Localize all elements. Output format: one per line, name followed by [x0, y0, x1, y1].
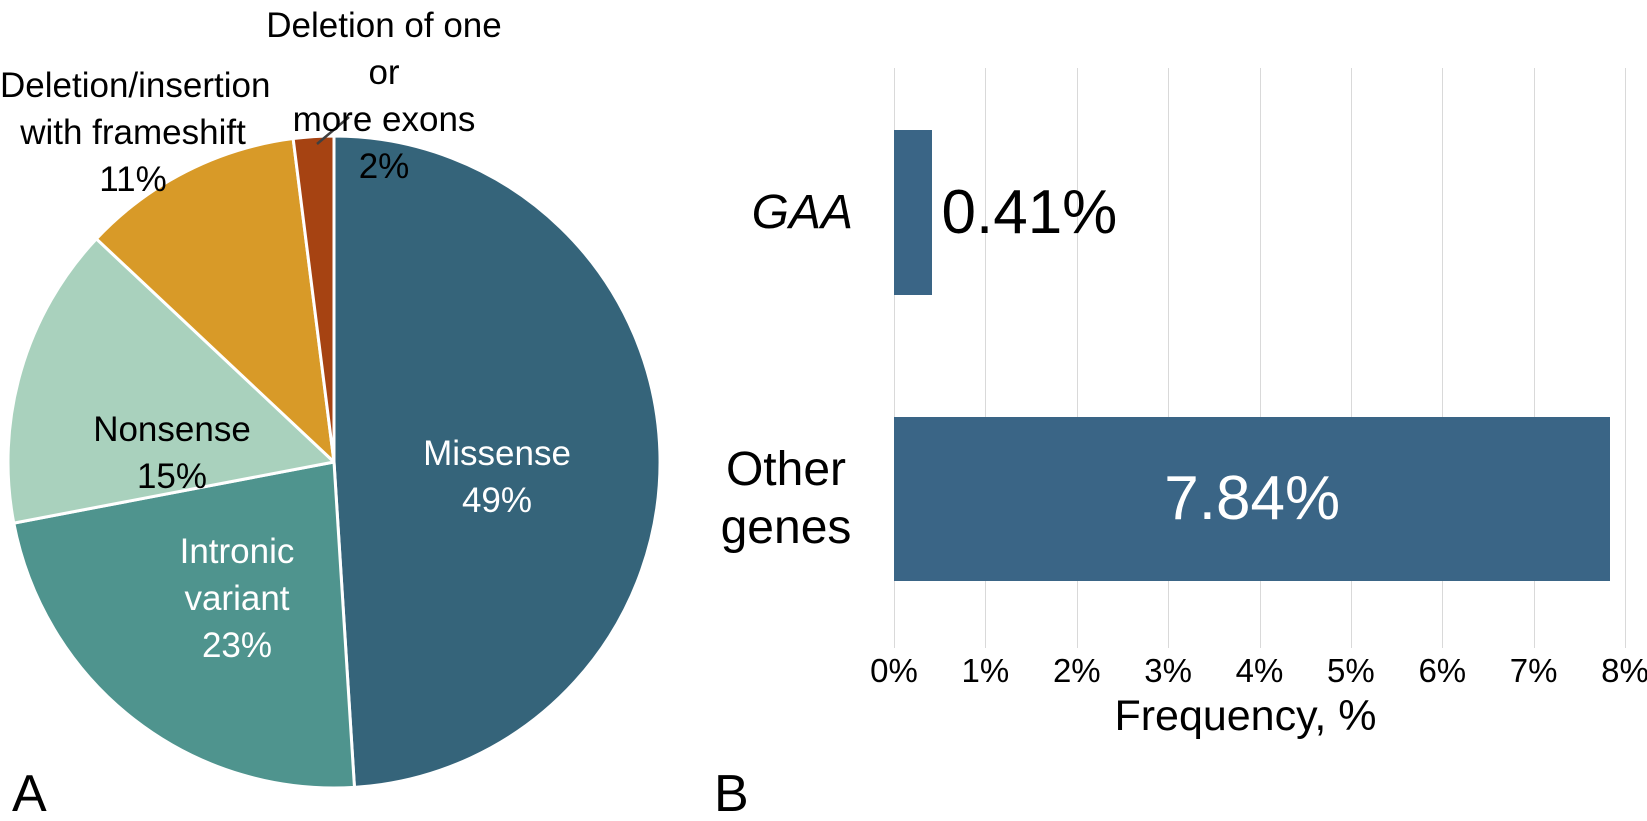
x-axis-title: Frequency, %	[1114, 692, 1377, 740]
x-tick-label-7%: 7%	[1509, 652, 1558, 689]
pie-label-missense: Missense 49%	[423, 434, 571, 520]
pie-slice-3	[94, 137, 336, 464]
bar-row-other-genes: 7.84%	[894, 417, 1625, 581]
pie-slice-2	[6, 237, 336, 525]
x-tick-label-3%: 3%	[1144, 652, 1192, 689]
pie-slice-1	[12, 460, 356, 790]
category-label-other-genes: Other genes	[720, 443, 852, 554]
x-tick-label-5%: 5%	[1327, 652, 1375, 689]
gridline-8%	[1625, 68, 1626, 648]
pie-slice-4	[291, 134, 336, 464]
pie-label-nonsense: Nonsense 15%	[93, 410, 251, 496]
x-tick-label-1%: 1%	[961, 652, 1010, 689]
pie-chart	[6, 134, 662, 790]
x-tick-label-0%: 0%	[870, 652, 918, 689]
pie-label-frameshift: Deletion/insertion with frameshift 11%	[0, 66, 271, 199]
bar-other-genes: 7.84%	[894, 417, 1611, 581]
panel-a-letter: A	[12, 765, 47, 821]
gridline-1%	[985, 68, 987, 648]
pie-slice-0	[332, 134, 662, 789]
gridline-5%	[1350, 68, 1352, 648]
gridline-2%	[1076, 68, 1078, 648]
pie-label-exon-deletion: Deletion of one or more exons 2%	[266, 6, 502, 186]
bar-row-gaa: 0.41%	[894, 130, 1625, 295]
x-axis-ticks: 0% 1% 2% 3% 4% 5% 6% 7% 8%	[870, 652, 1647, 694]
gridline-4%	[1259, 68, 1261, 648]
x-tick-label-6%: 6%	[1418, 652, 1467, 689]
panel-b-letter: B	[714, 765, 749, 821]
x-tick-label-8%: 8%	[1601, 652, 1647, 689]
gridline-3%	[1168, 68, 1170, 648]
callout-line-2-percent	[316, 116, 350, 145]
bar-gaa	[894, 130, 932, 295]
value-label-other-genes: 7.84%	[1164, 464, 1341, 533]
x-tick-label-4%: 4%	[1235, 652, 1284, 689]
gridline-0%	[894, 68, 895, 648]
x-tick-label-2%: 2%	[1052, 652, 1101, 689]
gridline-7%	[1533, 68, 1535, 648]
pie-label-intronic-variant: Intronic variant 23%	[179, 532, 295, 665]
category-label-gaa: GAA	[751, 186, 853, 239]
gridline-6%	[1442, 68, 1444, 648]
value-label-gaa: 0.41%	[941, 177, 1118, 247]
bar-plot-area: 0.41% 7.84%	[894, 68, 1626, 648]
leader-line	[316, 116, 350, 145]
